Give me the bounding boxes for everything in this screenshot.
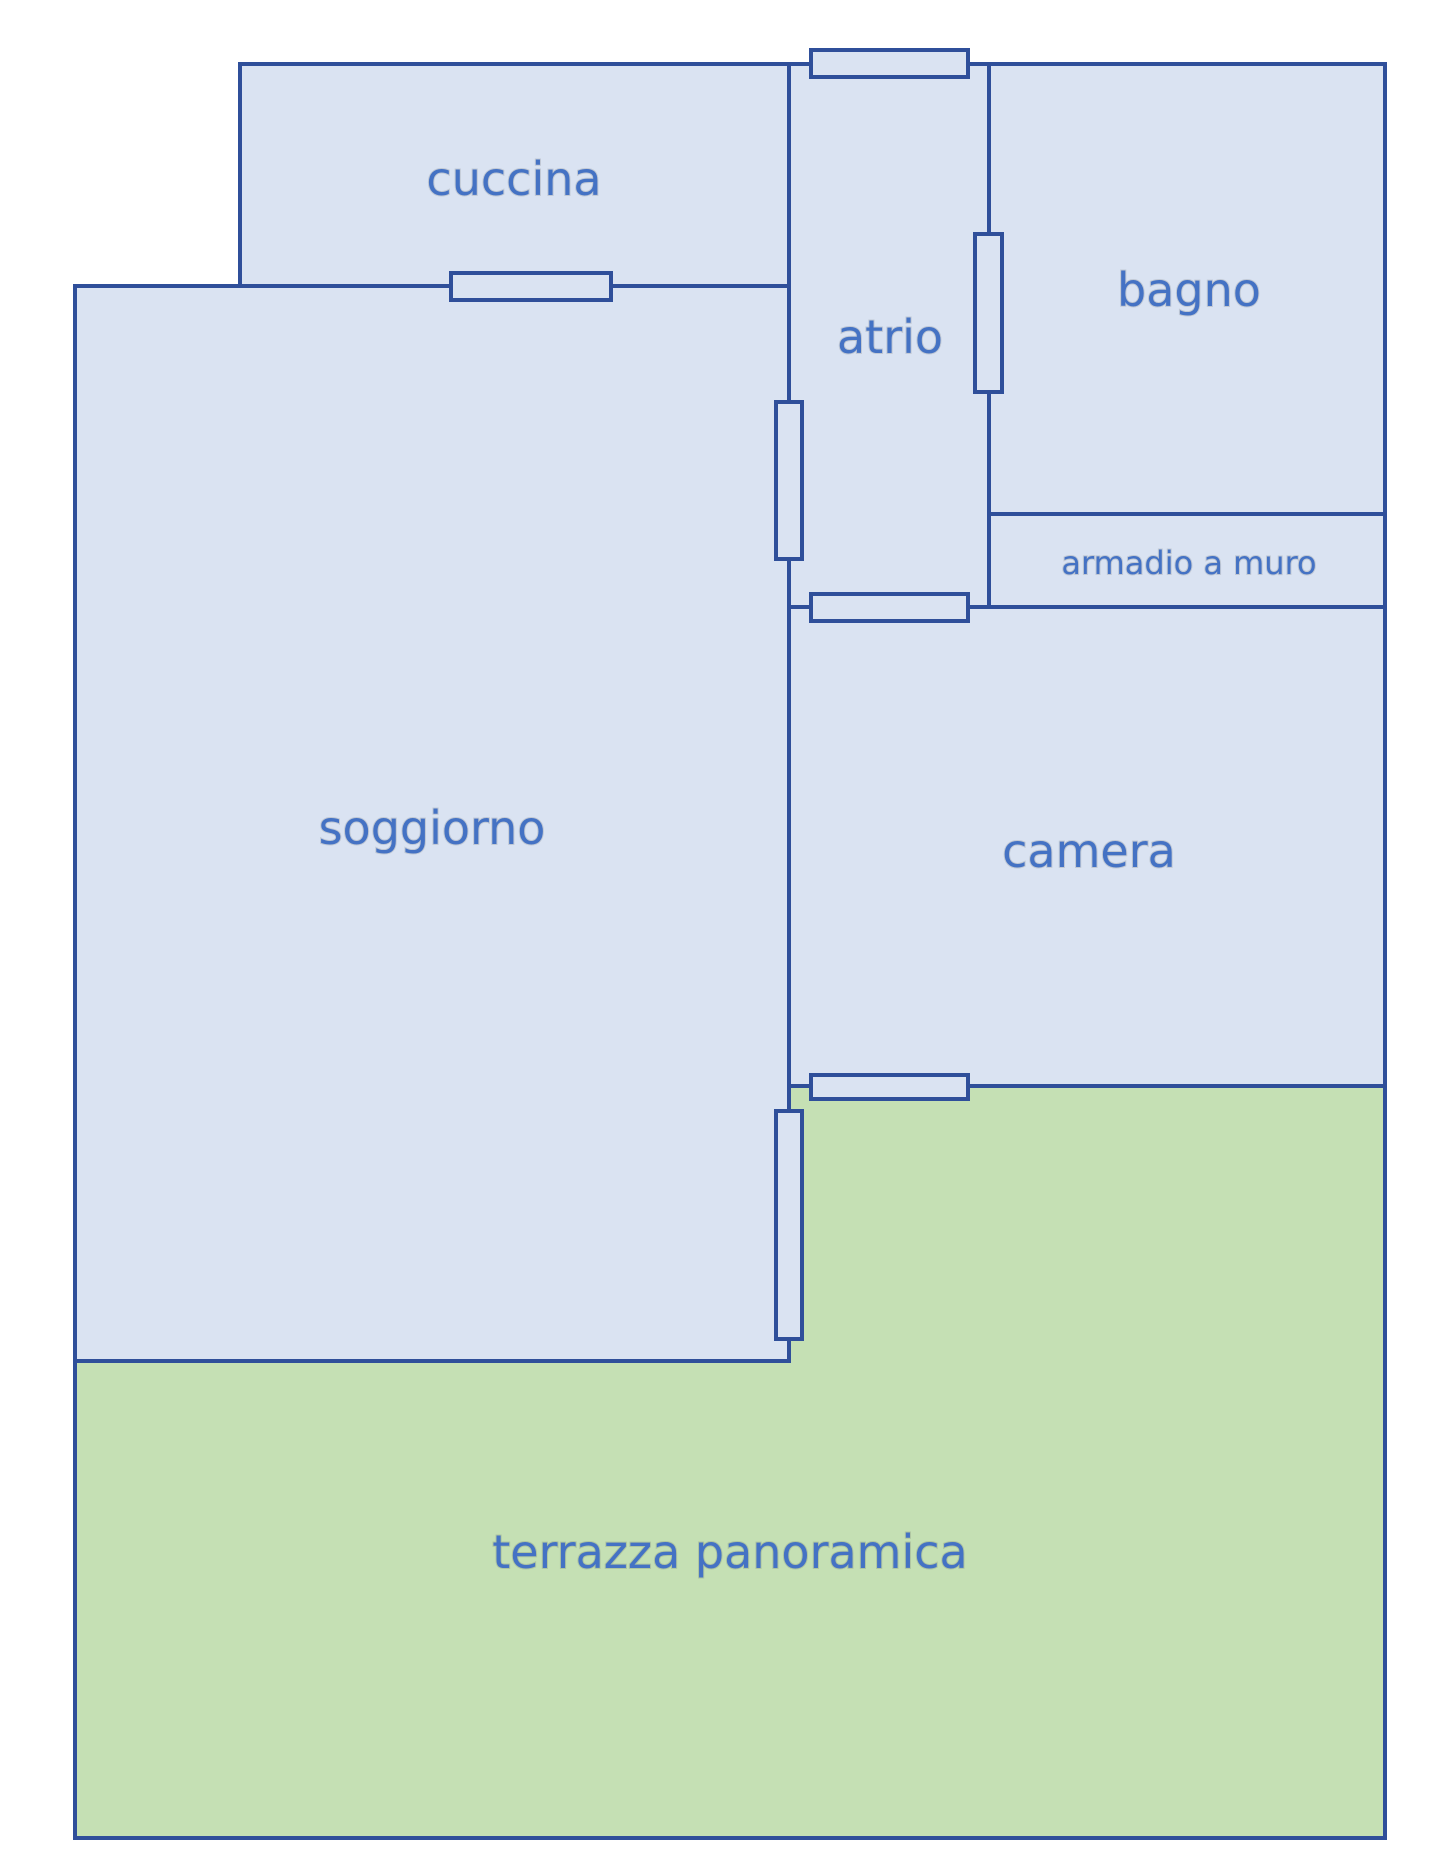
kitchen-area <box>240 64 789 286</box>
living-room-area <box>75 286 789 1361</box>
bedroom-door <box>809 592 970 623</box>
closet-label: armadio a muro <box>1061 544 1316 582</box>
bathroom-label: bagno <box>1117 263 1261 317</box>
entrance-door <box>809 48 970 79</box>
bedroom-label: camera <box>1002 824 1176 878</box>
bedroom-terrace-door <box>809 1073 970 1101</box>
bedroom-area <box>789 607 1385 1086</box>
terrace-label: terrazza panoramica <box>492 1525 968 1579</box>
room-fills <box>75 64 1385 1838</box>
hall-area <box>789 64 989 607</box>
room-labels: cuccina atrio bagno armadio a muro soggi… <box>318 151 1318 1580</box>
bathroom-door <box>973 232 1004 394</box>
living-terrace-door <box>774 1109 804 1341</box>
living-room-label: soggiorno <box>319 801 546 855</box>
hall-label: atrio <box>837 310 943 364</box>
doors <box>449 48 1004 1341</box>
kitchen-label: cuccina <box>426 152 601 206</box>
bathroom-area <box>989 64 1385 514</box>
terrace-area <box>75 1086 1385 1838</box>
living-hall-door <box>774 400 804 561</box>
closet-area <box>989 514 1385 607</box>
kitchen-door <box>449 271 613 302</box>
